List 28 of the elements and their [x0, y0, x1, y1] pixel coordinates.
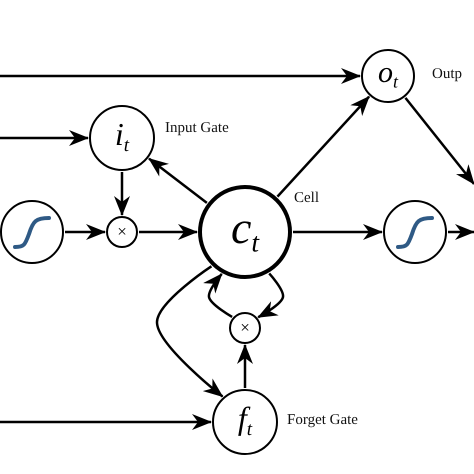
- multiply-node: [229, 312, 261, 344]
- gate-symbol: o$_{t}$: [378, 58, 398, 90]
- arrow: [0, 68, 361, 84]
- arrow: [257, 272, 284, 318]
- gate-label: Outp: [432, 66, 462, 83]
- arrow: [293, 224, 383, 240]
- gate-symbol: f$_{t}$: [238, 402, 252, 438]
- arrow: [404, 97, 474, 185]
- multiply-sign: ×: [117, 222, 127, 240]
- gate-circle: [361, 49, 415, 103]
- gate-symbol: c$_{t}$: [230, 204, 260, 256]
- multiply-node: [106, 216, 138, 248]
- multiply-sign: ×: [240, 318, 250, 336]
- arrow: [65, 224, 106, 240]
- arrow: [237, 344, 253, 388]
- arrow: [0, 130, 89, 146]
- arrow: [139, 224, 198, 240]
- gate-label: Forget Gate: [287, 412, 358, 429]
- arrow: [276, 96, 370, 198]
- arrow: [203, 273, 233, 318]
- arrow: [0, 414, 212, 430]
- gate-symbol: i$_{t}$: [114, 118, 130, 154]
- gate-label: Input Gate: [165, 120, 229, 137]
- arrow: [114, 172, 130, 216]
- gate-label: Cell: [294, 190, 319, 207]
- arrow: [156, 265, 224, 398]
- arrow: [148, 158, 208, 204]
- arrow: [448, 224, 474, 240]
